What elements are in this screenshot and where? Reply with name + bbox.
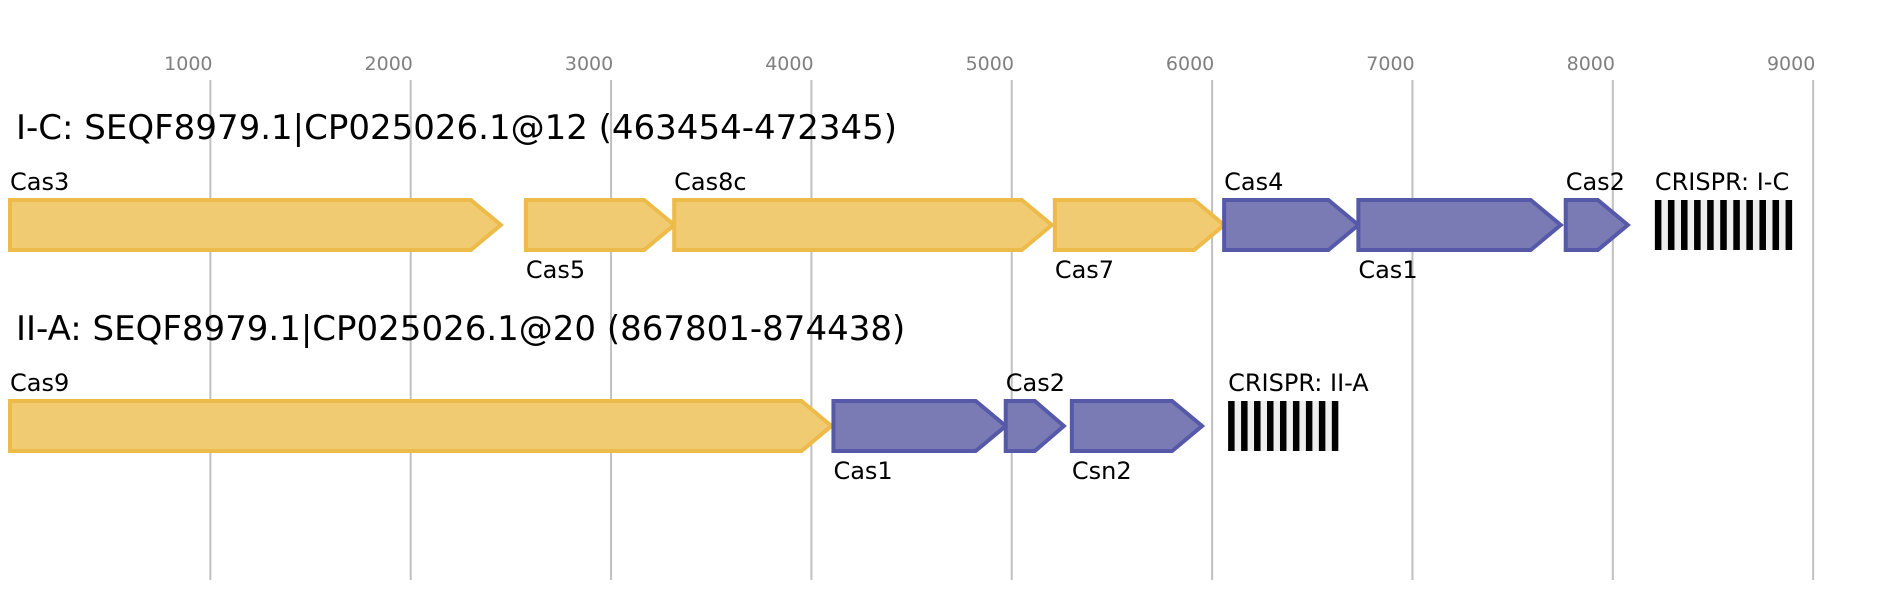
crispr-repeat: [1785, 200, 1793, 250]
gene-arrow-cas1[interactable]: [1356, 198, 1564, 252]
gene-label: Cas9: [10, 369, 69, 397]
crispr-repeat: [1279, 401, 1287, 451]
gene-arrow-csn2[interactable]: [1069, 399, 1206, 453]
gene-arrow-cas3[interactable]: [8, 198, 504, 252]
gene-label: Csn2: [1072, 457, 1132, 485]
gene-label: Cas4: [1224, 168, 1283, 196]
crispr-repeat: [1720, 200, 1727, 250]
crispr-repeat: [1707, 200, 1714, 250]
gene-label: Cas2: [1566, 168, 1625, 196]
crispr-repeat: [1667, 200, 1675, 250]
crispr-repeat: [1681, 200, 1688, 250]
gene-label: Cas1: [1358, 256, 1417, 284]
crispr-repeat: [1318, 401, 1326, 451]
crispr-repeat: [1292, 401, 1300, 451]
tick-label: 8000: [1567, 53, 1615, 75]
crispr-label: CRISPR: I-C: [1655, 168, 1789, 196]
gene-arrow-cas4[interactable]: [1222, 198, 1362, 252]
crispr-repeat: [1331, 401, 1339, 451]
loci: I-C: SEQF8979.1|CP025026.1@12 (463454-47…: [8, 108, 1793, 485]
gene-label: Cas7: [1055, 256, 1114, 284]
locus-title: I-C: SEQF8979.1|CP025026.1@12 (463454-47…: [16, 108, 897, 148]
tick-label: 1000: [164, 53, 212, 75]
crispr-repeat: [1746, 200, 1753, 250]
gene-label: Cas3: [10, 168, 69, 196]
crispr-label: CRISPR: II-A: [1228, 369, 1369, 397]
crispr-repeat: [1254, 401, 1261, 451]
tick-label: 6000: [1166, 53, 1214, 75]
tick-label: 5000: [966, 53, 1014, 75]
tick-label: 4000: [765, 53, 813, 75]
crispr-repeat: [1733, 200, 1740, 250]
gene-label: Cas2: [1006, 369, 1065, 397]
axis-ticks: 1000 2000 3000 4000 5000 6000 7000 8000 9000: [164, 53, 1815, 75]
tick-label: 2000: [365, 53, 413, 75]
gridlines: [209, 80, 1815, 580]
gene-label: Cas8c: [674, 168, 746, 196]
tick-label: 7000: [1366, 53, 1414, 75]
tick-label: 9000: [1767, 53, 1815, 75]
crispr-repeat: [1305, 401, 1313, 451]
crispr-repeat: [1759, 200, 1766, 250]
locus-title: II-A: SEQF8979.1|CP025026.1@20 (867801-8…: [16, 309, 905, 349]
crispr-array[interactable]: [1228, 401, 1339, 451]
crispr-repeat: [1772, 200, 1780, 250]
gene-label: Cas5: [526, 256, 585, 284]
locus-track: I-C: SEQF8979.1|CP025026.1@12 (463454-47…: [8, 108, 1793, 284]
gene-arrow-cas7[interactable]: [1052, 198, 1228, 252]
gene-arrow-cas2[interactable]: [1563, 198, 1631, 252]
tick-label: 3000: [565, 53, 613, 75]
crispr-repeat: [1267, 401, 1274, 451]
gene-arrow-cas8c[interactable]: [672, 198, 1055, 252]
crispr-repeat: [1228, 401, 1235, 451]
gene-arrow-cas1[interactable]: [831, 399, 1009, 453]
locus-track: II-A: SEQF8979.1|CP025026.1@20 (867801-8…: [8, 309, 1369, 485]
gene-arrow-cas2[interactable]: [1003, 399, 1067, 453]
crispr-array[interactable]: [1654, 200, 1793, 250]
gene-label: Cas1: [833, 457, 892, 485]
gene-arrow-cas9[interactable]: [8, 399, 835, 453]
crispr-repeat: [1241, 401, 1248, 451]
gene-arrow-cas5[interactable]: [523, 198, 678, 252]
crispr-repeat: [1694, 200, 1701, 250]
crispr-repeat: [1654, 200, 1662, 250]
